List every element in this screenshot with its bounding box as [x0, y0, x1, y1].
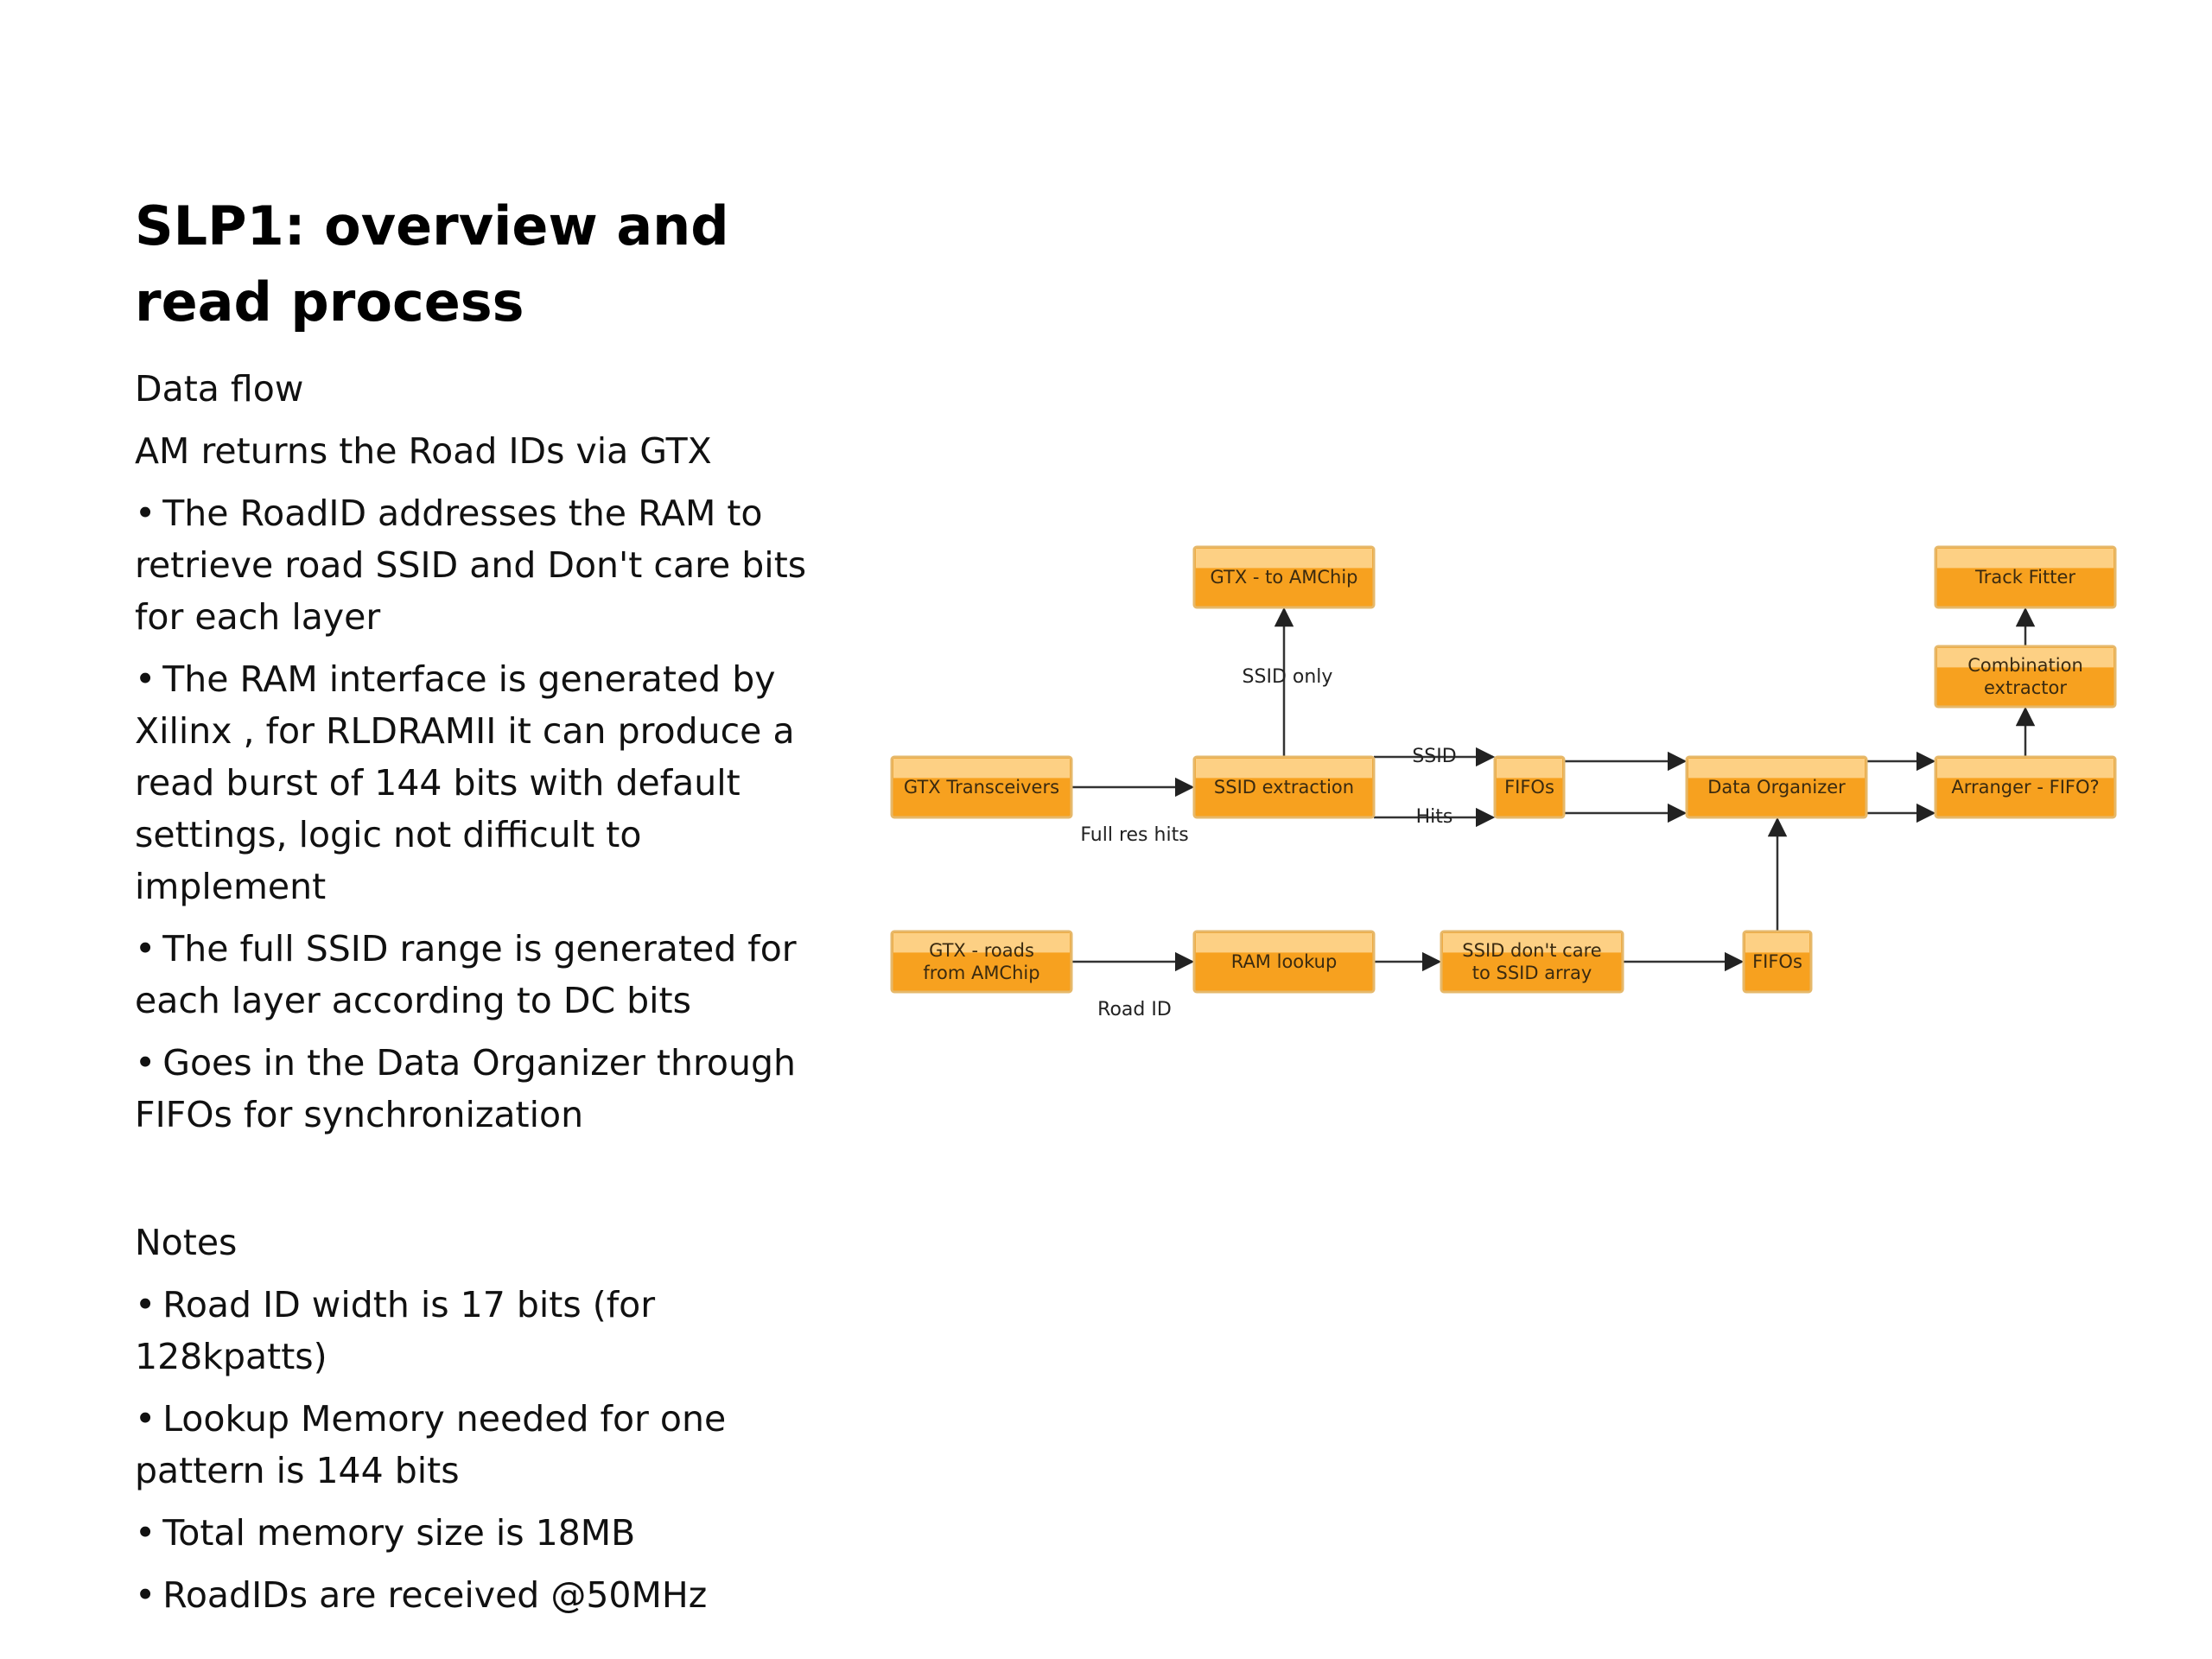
node-label: FIFOs	[1504, 777, 1554, 798]
node-track-fitter: Track Fitter	[1934, 545, 2117, 609]
data-flow-bullet: •Goes in the Data Organizer through FIFO…	[135, 1037, 817, 1141]
node-highlight	[1745, 933, 1809, 953]
node-highlight	[1497, 759, 1562, 779]
edge-label-ssid: SSID	[1412, 746, 1456, 767]
node-label: FIFOs	[1752, 951, 1802, 972]
node-highlight	[1196, 933, 1372, 953]
node-label: Data Organizer	[1707, 777, 1846, 798]
bullet-glyph: •	[135, 1398, 156, 1440]
edge-label-road-id: Road ID	[1097, 999, 1172, 1020]
node-highlight	[1937, 759, 2113, 779]
bullet-text: RoadIDs are received @50MHz	[162, 1574, 708, 1616]
edge-label-full-res-hits: Full res hits	[1080, 824, 1188, 846]
notes-bullet: •Lookup Memory needed for one pattern is…	[135, 1393, 817, 1497]
node-data-organizer: Data Organizer	[1685, 755, 1868, 819]
data-flow-bullet: •The full SSID range is generated for ea…	[135, 923, 817, 1027]
bullet-glyph: •	[135, 493, 156, 534]
diagram-edges	[1071, 607, 2036, 972]
node-label: Track Fitter	[1974, 567, 2075, 588]
data-flow-bullet: •The RoadID addresses the RAM to retriev…	[135, 487, 817, 643]
text-column: SLP1: overview and read process Data flo…	[135, 188, 817, 1631]
bullet-text: The RAM interface is generated by Xilinx…	[135, 658, 795, 907]
node-ssid-extraction: SSID extraction	[1192, 755, 1376, 819]
node-label: GTX - to AMChip	[1210, 567, 1357, 588]
notes-bullet: •Road ID width is 17 bits (for 128kpatts…	[135, 1279, 817, 1382]
data-flow-bullet: •The RAM interface is generated by Xilin…	[135, 653, 817, 912]
node-highlight	[893, 933, 1070, 953]
slide-title: SLP1: overview and read process	[135, 194, 729, 334]
node-label: extractor	[1984, 677, 2067, 698]
node-highlight	[1196, 549, 1372, 569]
edge-label-hits: Hits	[1416, 806, 1453, 828]
node-highlight	[1196, 759, 1372, 779]
node-ram-lookup: RAM lookup	[1192, 930, 1376, 994]
data-flow-intro: AM returns the Road IDs via GTX	[135, 430, 712, 472]
node-label: SSID extraction	[1214, 777, 1354, 798]
diagram-nodes: GTX - to AMChip Track FitterCombinationex…	[890, 545, 2117, 994]
node-label: GTX Transceivers	[904, 777, 1059, 798]
notes-heading: Notes	[135, 1222, 238, 1263]
bullet-glyph: •	[135, 1042, 156, 1084]
bullet-text: Total memory size is 18MB	[162, 1512, 636, 1554]
node-label: SSID don't care	[1462, 940, 1601, 961]
node-gtx-to-amchip: GTX - to AMChip	[1192, 545, 1376, 609]
bullet-glyph: •	[135, 1284, 156, 1325]
node-label: RAM lookup	[1231, 951, 1338, 972]
bullet-text: Goes in the Data Organizer through FIFOs…	[135, 1042, 796, 1135]
node-fifos-bottom: FIFOs	[1742, 930, 1813, 994]
bullet-text: Lookup Memory needed for one pattern is …	[135, 1398, 727, 1491]
data-flow-heading: Data flow	[135, 368, 304, 410]
node-label: GTX - roads	[929, 940, 1034, 961]
node-label: from AMChip	[923, 963, 1039, 983]
bullet-text: The RoadID addresses the RAM to retrieve…	[135, 493, 807, 638]
node-highlight	[1937, 648, 2113, 668]
node-label: Arranger - FIFO?	[1951, 777, 2099, 798]
bullet-text: Road ID width is 17 bits (for 128kpatts)	[135, 1284, 656, 1377]
bullet-text: The full SSID range is generated for eac…	[135, 928, 797, 1021]
node-highlight	[893, 759, 1070, 779]
node-gtx-transceivers: GTX Transceivers	[890, 755, 1073, 819]
bullet-glyph: •	[135, 1512, 156, 1554]
bullet-glyph: •	[135, 658, 156, 700]
node-highlight	[1688, 759, 1865, 779]
bullet-glyph: •	[135, 1574, 156, 1616]
node-highlight	[1937, 549, 2113, 569]
notes-bullet: •RoadIDs are received @50MHz	[135, 1569, 817, 1621]
node-fifos-top: FIFOs	[1493, 755, 1566, 819]
bullet-glyph: •	[135, 928, 156, 969]
node-label: Combination	[1967, 655, 2083, 676]
node-highlight	[1443, 933, 1621, 953]
notes-bullet: •Total memory size is 18MB	[135, 1507, 817, 1559]
node-label: to SSID array	[1472, 963, 1592, 983]
edge-label-ssid-only: SSID only	[1243, 666, 1333, 688]
node-arranger-fifo: Arranger - FIFO?	[1934, 755, 2117, 819]
